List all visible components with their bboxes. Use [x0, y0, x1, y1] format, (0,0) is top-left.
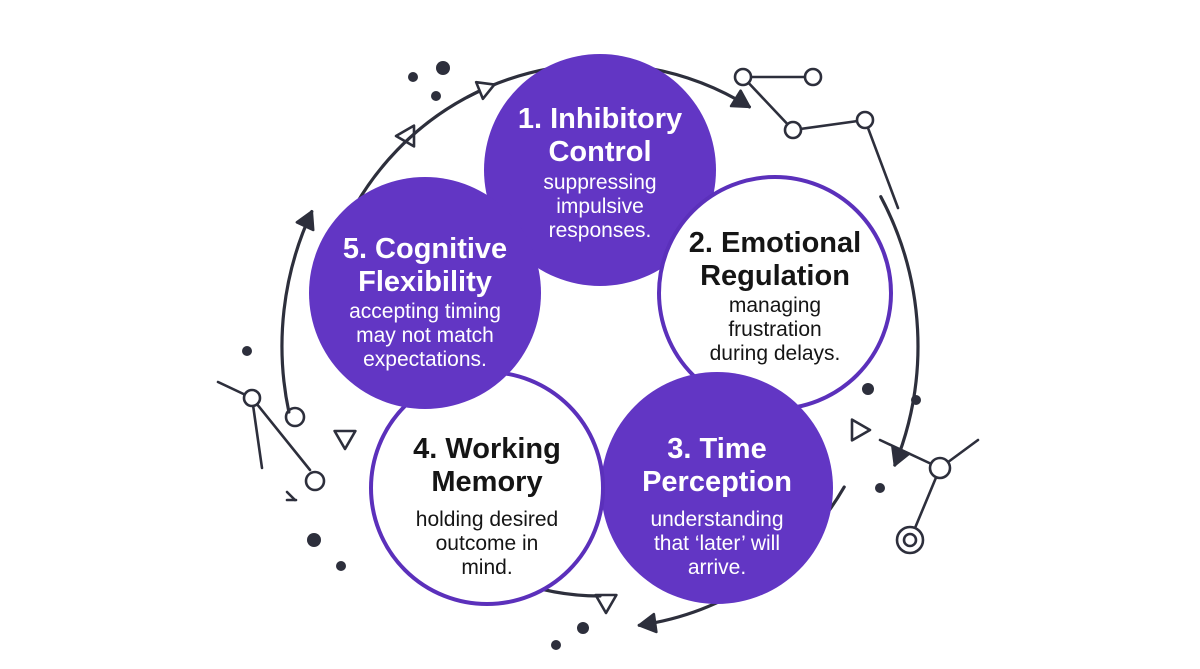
node-title-line: 1. Inhibitory	[518, 103, 682, 135]
node-description-line: responses.	[549, 219, 652, 242]
molecule-node	[855, 110, 875, 130]
molecule-node	[783, 120, 803, 140]
node-title-line: Perception	[642, 466, 792, 498]
decor-triangle	[333, 429, 357, 451]
molecule-bond	[250, 396, 312, 472]
decor-triangle	[850, 418, 872, 442]
node-title-line: Flexibility	[358, 266, 492, 298]
node-description-line: outcome in	[436, 532, 539, 555]
node-title-line: 5. Cognitive	[343, 233, 507, 265]
arrow-into-inhibitory-control	[474, 80, 496, 101]
molecule-node	[928, 456, 952, 480]
molecule-node-inner	[902, 532, 918, 548]
decor-dot	[431, 91, 441, 101]
arrow-into-emotional-regulation	[729, 89, 751, 109]
decor-dot	[307, 533, 321, 547]
molecule-node	[242, 388, 262, 408]
node-description-line: may not match	[356, 324, 494, 347]
molecule-node	[304, 470, 326, 492]
node-description-line: expectations.	[363, 348, 487, 371]
node-title-line: Memory	[431, 466, 542, 498]
arrow-into-cognitive-flexibility	[295, 210, 315, 232]
node-description-line: impulsive	[556, 195, 644, 218]
molecule-bond	[250, 396, 264, 470]
decor-chevron	[285, 490, 297, 502]
node-emotional-regulation: 2. EmotionalRegulationmanagingfrustratio…	[657, 175, 893, 411]
molecule-node	[803, 67, 823, 87]
node-circle	[657, 175, 893, 411]
node-description-line: holding desired	[416, 508, 558, 531]
node-circle	[601, 372, 833, 604]
node-title-line: Control	[548, 136, 651, 168]
node-title-line: Regulation	[700, 260, 850, 292]
node-title-line: 3. Time	[667, 433, 766, 465]
node-title-line: 2. Emotional	[689, 227, 861, 259]
decor-dot	[577, 622, 589, 634]
decor-dot	[551, 640, 561, 650]
decor-triangle	[594, 593, 618, 615]
decor-dot	[242, 346, 252, 356]
node-description-line: mind.	[461, 556, 512, 579]
molecule-bond	[741, 75, 795, 132]
molecule-node	[733, 67, 753, 87]
cycle-arrows	[280, 62, 920, 634]
arrow-into-time-perception	[891, 445, 911, 467]
node-description-line: frustration	[728, 318, 821, 341]
arrow-into-working-memory	[637, 612, 658, 634]
node-circle	[484, 54, 716, 286]
decor-dot	[336, 561, 346, 571]
node-description-line: during delays.	[710, 342, 841, 365]
node-title-line: 4. Working	[413, 433, 561, 465]
node-description-line: arrive.	[688, 556, 746, 579]
arc-right	[879, 195, 920, 467]
molecule-bond	[863, 118, 900, 210]
decor-dot	[862, 383, 874, 395]
molecule-bond	[791, 118, 867, 132]
arc-left-lower	[280, 210, 314, 414]
node-description-line: understanding	[650, 508, 783, 531]
node-description-line: managing	[729, 294, 821, 317]
decor-dot	[436, 61, 450, 75]
node-circle	[309, 177, 541, 409]
node-description-line: suppressing	[543, 171, 656, 194]
node-description-line: accepting timing	[349, 300, 501, 323]
node-description-line: that ‘later’ will	[654, 532, 780, 555]
molecule-node	[284, 406, 306, 428]
decor-dot	[408, 72, 418, 82]
decor-dot	[875, 483, 885, 493]
